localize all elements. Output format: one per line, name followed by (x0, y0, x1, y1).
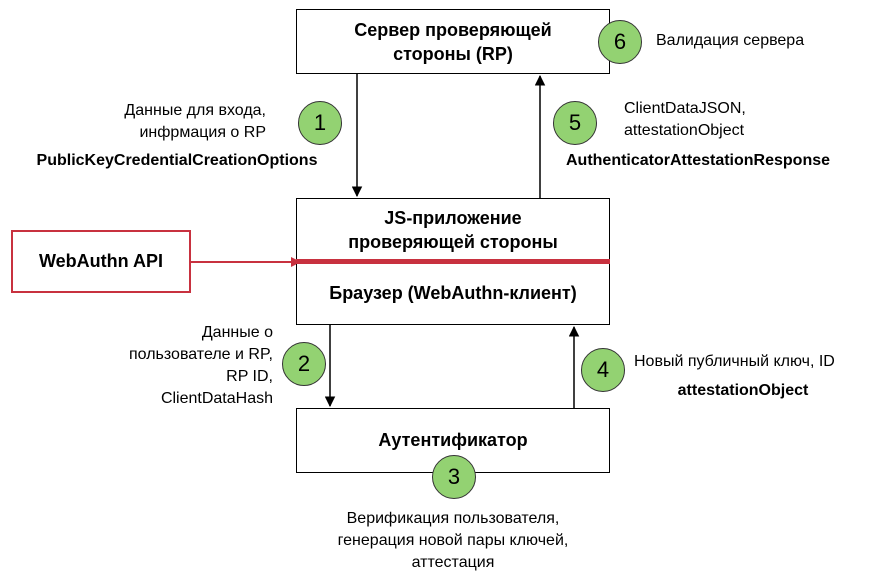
step-3-line2: генерация новой пары ключей, (337, 532, 569, 549)
js-app-label-line2: проверяющей стороны (348, 232, 558, 252)
webauthn-api-box: WebAuthn API (11, 230, 191, 293)
step-4-bold-label: attestationObject (677, 382, 809, 399)
step-6-description: Валидация сервера (656, 32, 805, 49)
step-2-line1: Данные о (201, 324, 273, 341)
server-label-line1: Сервер проверяющей (354, 19, 552, 40)
step-3-line3: аттестация (411, 554, 495, 571)
rp-js-browser-box: JS-приложение проверяющей стороны Браузе… (296, 198, 610, 325)
step-5-line1: ClientDataJSON, (624, 100, 746, 117)
webauthn-api-label: WebAuthn API (39, 251, 163, 271)
js-app-label-line1: JS-приложение (384, 208, 522, 228)
step-5-bold-label: AuthenticatorAttestationResponse (565, 152, 831, 169)
step-3-description: Верификация пользователя, генерация ново… (255, 508, 651, 574)
step-5-badge: 5 (553, 101, 597, 145)
step-2-line2: пользователе и RP, (129, 346, 273, 363)
step-6-number: 6 (613, 29, 627, 54)
step-1-number: 1 (313, 110, 327, 135)
step-2-line3: RP ID, (226, 368, 273, 385)
step-1-description: Данные для входа, инфрмация о RP (124, 100, 266, 144)
step-3-badge: 3 (432, 455, 476, 499)
step-5-description: ClientDataJSON, attestationObject (624, 98, 746, 142)
step-3-line1: Верификация пользователя, (346, 510, 560, 527)
webauthn-divider (296, 259, 610, 264)
step-1-line2: инфрмация о RP (139, 124, 266, 141)
step-2-number: 2 (297, 351, 311, 376)
step-4-number: 4 (596, 357, 610, 382)
step-2-description: Данные о пользователе и RP, RP ID, Clien… (129, 322, 273, 410)
authenticator-label: Аутентификатор (378, 430, 528, 450)
step-1-badge: 1 (298, 101, 342, 145)
server-box: Сервер проверяющей стороны (RP) (296, 9, 610, 74)
step-4-badge: 4 (581, 348, 625, 392)
step-5-number: 5 (568, 110, 582, 135)
step-2-line4: ClientDataHash (160, 390, 273, 407)
step-6-badge: 6 (598, 20, 642, 64)
step-4-description: Новый публичный ключ, ID (634, 353, 835, 370)
step-1-line1: Данные для входа, (124, 102, 266, 119)
step-5-line2: attestationObject (624, 122, 745, 139)
browser-label: Браузер (WebAuthn-клиент) (329, 283, 577, 303)
step-3-number: 3 (447, 464, 461, 489)
step-1-bold-label: PublicKeyCredentialCreationOptions (36, 152, 318, 169)
server-label-line2: стороны (RP) (393, 43, 513, 64)
step-2-badge: 2 (282, 342, 326, 386)
